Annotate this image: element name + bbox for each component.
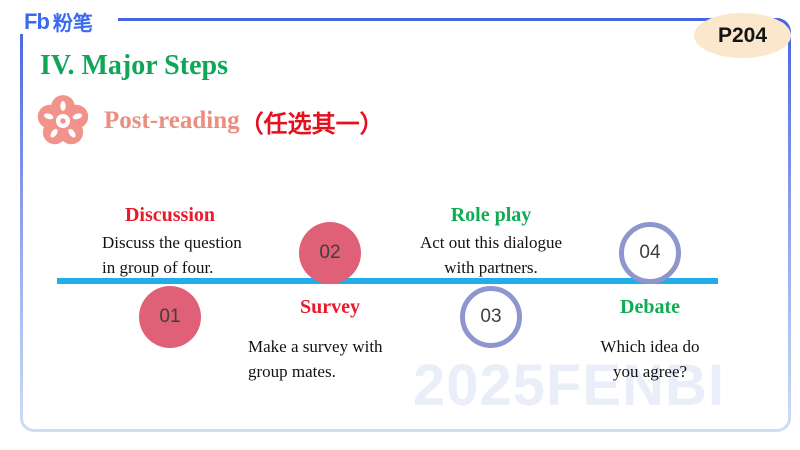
page-number-badge: P204 <box>694 13 791 58</box>
step-label: Discussion <box>124 204 216 226</box>
watermark: 2025FENBI <box>413 353 726 418</box>
step-desc-line: you agree? <box>612 362 688 381</box>
frame-logo-gap <box>12 4 118 34</box>
step-label: Debate <box>620 296 680 318</box>
section-header: Post-reading （任选其一） <box>36 94 384 148</box>
step-desc-line: group mates. <box>248 362 336 381</box>
step-desc-line: Make a survey with <box>248 337 383 356</box>
timeline-step-survey: 02 Survey Make a survey with group mates… <box>240 200 420 388</box>
step-number-circle: 03 <box>460 286 522 348</box>
step-desc-line: Which idea do <box>600 337 700 356</box>
fenbi-logo-symbol: Fb <box>24 8 50 34</box>
step-number-circle: 01 <box>139 286 201 348</box>
timeline-step-role-play: Role play Act out this dialogue with par… <box>401 200 581 388</box>
section-title: Post-reading <box>104 107 240 134</box>
fenbi-logo-name: 粉笔 <box>52 13 93 35</box>
plum-blossom-icon <box>37 95 89 145</box>
section-note: （任选其一） <box>239 110 384 138</box>
step-desc-line: with partners. <box>444 258 538 277</box>
fenbi-logo: Fb 粉笔 <box>24 7 93 36</box>
timeline-line <box>57 278 718 284</box>
timeline-step-discussion: Discussion Discuss the question in group… <box>80 200 260 388</box>
page-title: IV. Major Steps <box>40 50 228 81</box>
step-number-circle: 02 <box>299 222 361 284</box>
step-label: Survey <box>300 296 360 318</box>
step-label: Role play <box>450 204 532 226</box>
step-desc-line: Discuss the question <box>102 233 242 252</box>
timeline-step-debate: 04 Debate Which idea do you agree? <box>560 200 740 388</box>
step-number-circle: 04 <box>619 222 681 284</box>
step-desc-line: in group of four. <box>102 258 214 277</box>
step-desc-line: Act out this dialogue <box>419 233 563 252</box>
